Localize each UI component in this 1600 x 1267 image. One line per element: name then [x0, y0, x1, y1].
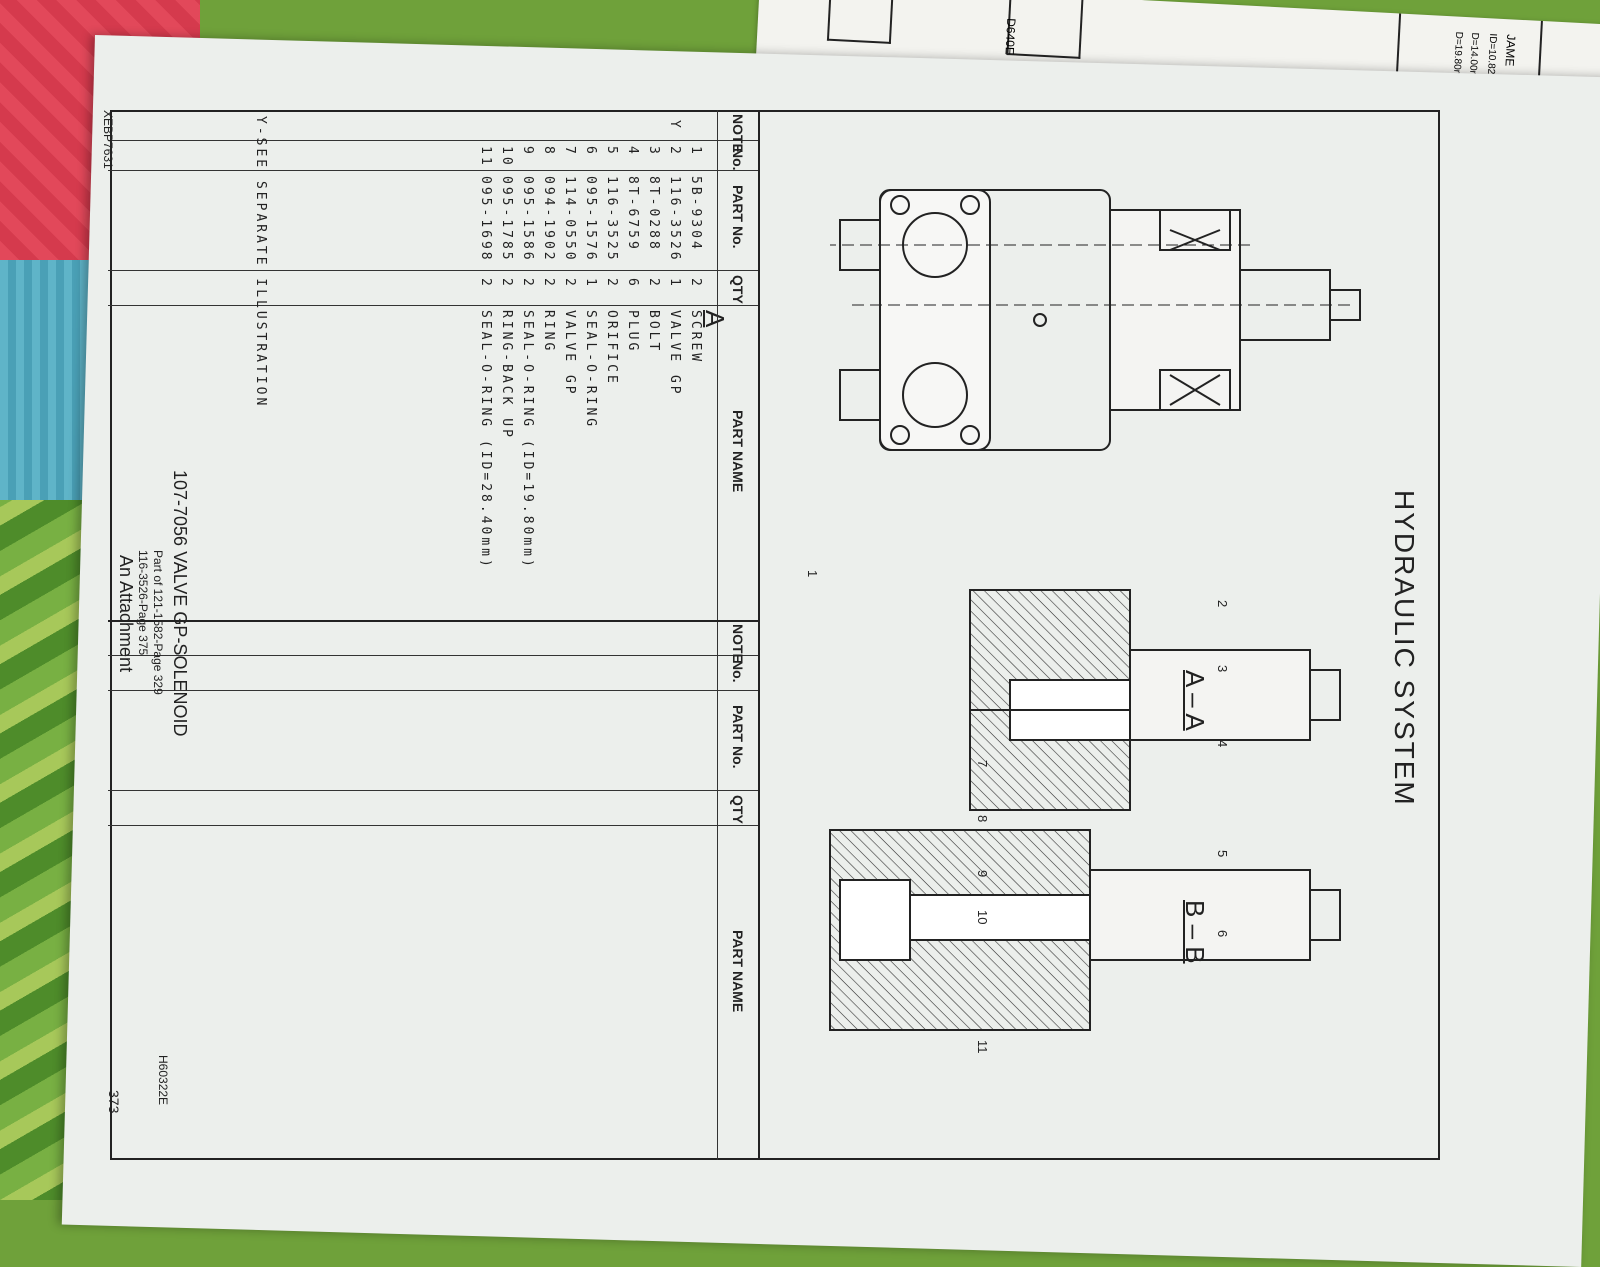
callout: 7 — [975, 760, 990, 768]
section-bb-title: B – B — [1180, 900, 1210, 964]
table-cell-name: SEAL-O-RING (ID=28.40mm) — [478, 310, 493, 570]
table-cell-no: 1 — [688, 146, 703, 157]
table-cell-name: VALVE GP — [562, 310, 577, 397]
caption-title: 107-7056 VALVE GP-SOLENOID — [170, 470, 190, 737]
table-rule — [108, 620, 758, 622]
table-cell-no: 6 — [583, 146, 598, 157]
table-cell-name: SEAL-O-RING (ID=19.80mm) — [520, 310, 535, 570]
callout: 11 — [975, 1040, 990, 1054]
publication-code: XEBP7631 — [101, 110, 115, 169]
table-cell-name: BOLT — [646, 310, 661, 354]
table-cell-name: ORIFICE — [604, 310, 619, 386]
table-cell-no: 4 — [625, 146, 640, 157]
prev-page-box — [826, 0, 894, 44]
table-footnote: Y-SEE SEPARATE ILLUSTRATION — [253, 116, 268, 409]
col-header-qty: QTY — [730, 795, 746, 824]
table-rule — [108, 140, 758, 141]
table-rule — [108, 655, 758, 656]
table-cell-no: 2 — [667, 146, 682, 157]
prev-page-code: D640E — [1002, 17, 1019, 56]
table-cell-part-no: 8T-6759 — [625, 176, 640, 252]
callout: 8 — [975, 815, 990, 823]
table-cell-part-no: 095-1785 — [499, 176, 514, 263]
table-cell-part-no: 095-1698 — [478, 176, 493, 263]
prev-page-text: JAME — [1502, 34, 1519, 67]
table-cell-no: 10 — [499, 146, 514, 168]
section-aa-title: A – A — [1180, 670, 1210, 731]
table-cell-name: SCREW — [688, 310, 703, 365]
table-cell-qty: 2 — [604, 278, 619, 289]
figure-code: H60322E — [156, 1055, 170, 1106]
table-rule — [108, 305, 758, 306]
table-rule — [108, 790, 758, 791]
prev-page-box — [1006, 0, 1084, 59]
col-header-part-name: PART NAME — [730, 930, 746, 1013]
table-rule — [108, 825, 758, 826]
page-number: 373 — [106, 1090, 122, 1114]
valve-body-top-view — [830, 189, 1361, 451]
table-cell-no: 7 — [562, 146, 577, 157]
caption-note: An Attachment — [116, 555, 136, 673]
table-cell-part-no: 095-1586 — [520, 176, 535, 263]
valve-drawing — [829, 189, 1361, 1031]
table-cell-qty: 2 — [688, 278, 703, 289]
col-header-no: No. — [730, 148, 746, 171]
page-content: HYDRAULIC SYSTEM — [101, 110, 1440, 1160]
table-cell-qty: 1 — [583, 278, 598, 289]
table-rule — [108, 170, 758, 171]
table-cell-part-no: 8T-0288 — [646, 176, 661, 252]
table-cell-qty: 2 — [541, 278, 556, 289]
table-cell-name: RING-BACK UP — [499, 310, 514, 440]
table-cell-qty: 2 — [499, 278, 514, 289]
table-cell-name: PLUG — [625, 310, 640, 354]
table-cell-qty: 1 — [667, 278, 682, 289]
table-cell-part-no: 116-3526 — [667, 176, 682, 263]
table-rule — [108, 270, 758, 271]
callout: 2 — [1215, 600, 1230, 608]
table-cell-qty: 6 — [625, 278, 640, 289]
callout: 4 — [1215, 740, 1230, 748]
col-header-note: NOTE — [730, 624, 746, 663]
table-cell-part-no: 094-1902 — [541, 176, 556, 263]
col-header-part-name: PART NAME — [730, 410, 746, 493]
table-cell-part-no: 5B-9304 — [688, 176, 703, 252]
col-header-qty: QTY — [730, 275, 746, 304]
table-cell-name: SEAL-O-RING — [583, 310, 598, 430]
caption-ref: 116-3526-Page 375 — [136, 550, 150, 656]
table-cell-no: 5 — [604, 146, 619, 157]
table-cell-note: Y — [667, 120, 682, 131]
section-aa-drawing — [969, 589, 1341, 811]
table-cell-name: VALVE GP — [667, 310, 682, 397]
table-cell-part-no: 116-3525 — [604, 176, 619, 263]
table-rule — [108, 690, 758, 691]
table-cell-qty: 2 — [562, 278, 577, 289]
table-cell-part-no: 095-1576 — [583, 176, 598, 263]
table-rule — [717, 110, 718, 1160]
callout: 5 — [1215, 850, 1230, 858]
table-cell-part-no: 114-0550 — [562, 176, 577, 263]
callout: 9 — [975, 870, 990, 878]
table-cell-qty: 2 — [478, 278, 493, 289]
table-cell-name: RING — [541, 310, 556, 354]
table-cell-no: 8 — [541, 146, 556, 157]
callout: 10 — [975, 910, 990, 925]
col-header-no: No. — [730, 660, 746, 683]
table-cell-no: 3 — [646, 146, 661, 157]
callout: 1 — [805, 570, 820, 578]
caption-ref: Part of 121-1582-Page 329 — [151, 550, 165, 695]
col-header-part-no: PART No. — [730, 185, 746, 249]
table-cell-no: 9 — [520, 146, 535, 157]
callout: 3 — [1215, 665, 1230, 673]
table-cell-qty: 2 — [646, 278, 661, 289]
section-bb-drawing — [829, 829, 1341, 1031]
table-cell-no: 11 — [478, 146, 493, 168]
page-title: HYDRAULIC SYSTEM — [1389, 490, 1420, 807]
col-header-part-no: PART No. — [730, 705, 746, 769]
callout: 6 — [1215, 930, 1230, 938]
table-cell-qty: 2 — [520, 278, 535, 289]
parts-table: NOTE No. PART No. QTY PART NAME NOTE No.… — [108, 110, 760, 1160]
